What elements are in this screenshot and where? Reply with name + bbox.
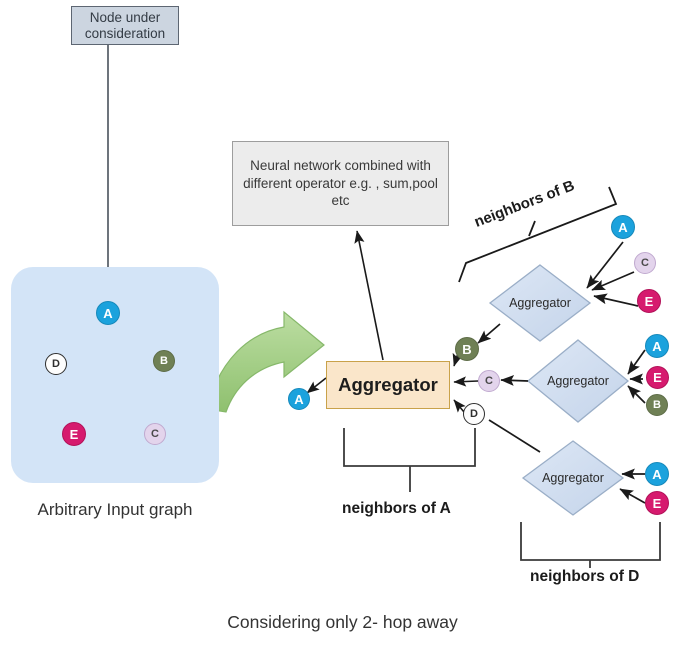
agg-c-input-node-a: A [645,334,669,358]
input-graph-caption: Arbitrary Input graph [5,500,225,520]
connectors-into-aggregator-d [619,468,646,504]
connector-aggregator-b-to-node-b [477,323,501,344]
green-block-arrow [206,310,325,413]
agg-c-input-node-b: B [646,394,668,416]
graph-node-c-label: C [151,428,159,440]
aggregator-diamond-b [488,264,592,342]
agg-b-input-node-a: A [611,215,635,239]
agg-b-input-node-e-label: E [644,293,654,309]
graph-node-a-label: A [103,305,113,321]
tree-node-d: D [463,403,485,425]
footer-note: Considering only 2- hop away [0,612,685,633]
output-node-a-label: A [294,391,304,407]
agg-d-input-node-e-label: E [652,495,662,511]
graph-node-d-label: D [52,358,60,370]
graph-node-a: A [96,301,120,325]
neural-network-note-box: Neural network combined with different o… [232,141,449,226]
agg-b-input-node-c-label: C [641,257,649,269]
graph-node-b-label: B [160,355,168,367]
tree-node-b-label: B [462,341,472,357]
graph-node-b: B [153,350,175,372]
label-neighbors-of-d-text: neighbors of D [530,568,640,585]
label-neighbors-of-a-text: neighbors of A [342,500,451,517]
bracket-neighbors-of-d [520,522,661,568]
aggregator-diamond-d [521,440,625,516]
output-node-a: A [288,388,310,410]
input-graph-caption-label: Arbitrary Input graph [37,500,193,519]
aggregator-diamond-b-text: Aggregator [509,296,571,310]
graph-node-e-label: E [69,426,79,442]
connector-aggregator-d-to-node-d [488,419,541,453]
label-neighbors-of-d: neighbors of D [530,568,639,586]
connector-aggregator-c-to-node-c [500,375,529,386]
agg-d-input-node-a: A [645,462,669,486]
aggregator-diamond-b-label: Aggregator [505,296,575,310]
tree-node-d-label: D [470,408,478,420]
aggregator-diamond-c-label: Aggregator [543,374,613,388]
agg-c-input-node-e: E [646,366,669,389]
node-under-consideration-box: Node under consideration [71,6,179,45]
footer-note-label: Considering only 2- hop away [227,612,458,632]
input-graph-panel [11,267,219,483]
connectors-into-aggregator-c [627,349,646,404]
tree-node-c-label: C [485,375,493,387]
graph-node-d: D [45,353,67,375]
agg-c-input-node-e-label: E [653,370,662,385]
agg-b-input-node-a-label: A [618,219,628,235]
node-under-consideration-label: Node under consideration [84,9,166,41]
bracket-neighbors-of-a [343,428,476,492]
main-aggregator-label: Aggregator [338,374,438,395]
graph-node-c: C [144,423,166,445]
agg-d-input-node-a-label: A [652,466,662,482]
aggregator-diamond-c [526,339,630,423]
main-aggregator-box: Aggregator [326,361,450,409]
graph-node-e: E [62,422,86,446]
tree-node-c: C [478,370,500,392]
connector-aggregator-to-output-a [306,377,327,394]
connectors-into-aggregator-b [586,241,639,307]
aggregator-diamond-d-label: Aggregator [538,471,608,485]
agg-b-input-node-c: C [634,252,656,274]
tree-node-b: B [455,337,479,361]
agg-c-input-node-b-label: B [653,399,661,411]
aggregator-diamond-d-text: Aggregator [542,471,604,485]
agg-c-input-node-a-label: A [652,338,662,354]
neural-network-note-label: Neural network combined with different o… [243,158,438,209]
agg-b-input-node-e: E [637,289,661,313]
connector-aggregator-to-note [354,230,384,361]
bracket-neighbors-of-b [458,186,618,283]
aggregator-diamond-c-text: Aggregator [547,374,609,388]
agg-d-input-node-e: E [645,491,669,515]
label-neighbors-of-a: neighbors of A [342,500,451,518]
